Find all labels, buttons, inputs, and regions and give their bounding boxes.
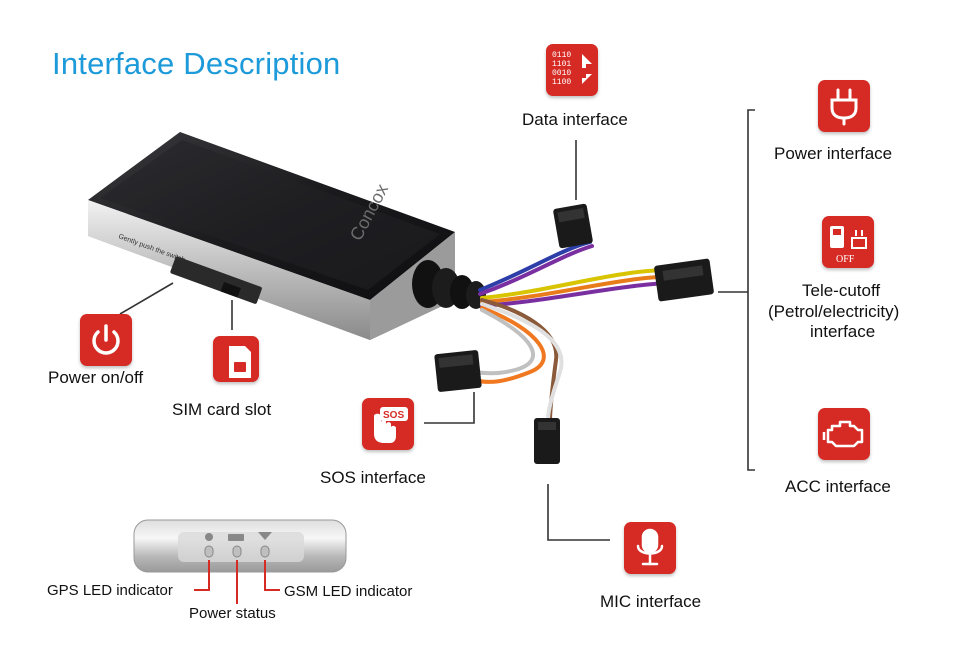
data-bits-line-3: 0010 [552, 69, 571, 78]
data-connector [553, 203, 593, 249]
power-cutoff-connector [654, 258, 714, 302]
data-bits-line-4: 1100 [552, 78, 571, 87]
data-bits-line-1: 0110 [552, 51, 571, 60]
data-transfer-icon: 0110 1101 0010 1100 [546, 44, 598, 96]
sos-connector [434, 350, 482, 392]
power-button-icon [80, 314, 132, 366]
sim-card-icon [213, 336, 259, 382]
off-text: OFF [836, 254, 855, 265]
gps-tracker-body: Concox Gently push the switch [88, 132, 455, 340]
signal-led-icon [258, 532, 272, 558]
data-bits-line-2: 1101 [552, 60, 571, 69]
battery-led-icon [228, 534, 244, 558]
fuel-cutoff-icon: OFF [822, 216, 874, 268]
data-interface-label: Data interface [522, 110, 628, 129]
power-on-off-label: Power on/off [48, 368, 144, 387]
power-status-label: Power status [189, 605, 276, 622]
mic-interface-label: MIC interface [600, 592, 702, 611]
sos-touch-icon: SOS [362, 398, 414, 450]
sim-card-slot-label: SIM card slot [172, 400, 272, 419]
power-plug-icon [818, 80, 870, 132]
gps-led-icon [204, 533, 214, 558]
sos-interface-label: SOS interface [320, 468, 426, 487]
mic-connector [534, 418, 560, 464]
led-leader-lines [194, 560, 280, 604]
page-title: Interface Description [52, 46, 341, 81]
gsm-led-label: GSM LED indicator [284, 583, 413, 600]
tele-cutoff-label-3: interface [810, 322, 876, 341]
engine-icon [818, 408, 870, 460]
cable-grommet [412, 260, 486, 309]
leader-lines [119, 109, 755, 541]
led-panel [133, 519, 347, 573]
acc-interface-label: ACC interface [785, 477, 891, 496]
tele-cutoff-label-2: (Petrol/electricity) [768, 302, 900, 321]
power-interface-label: Power interface [774, 144, 893, 163]
gps-led-label: GPS LED indicator [47, 582, 173, 599]
sos-text: SOS [383, 410, 404, 421]
tele-cutoff-label-1: Tele-cutoff [802, 281, 881, 300]
wire-harness [472, 240, 686, 424]
microphone-icon [624, 522, 676, 574]
